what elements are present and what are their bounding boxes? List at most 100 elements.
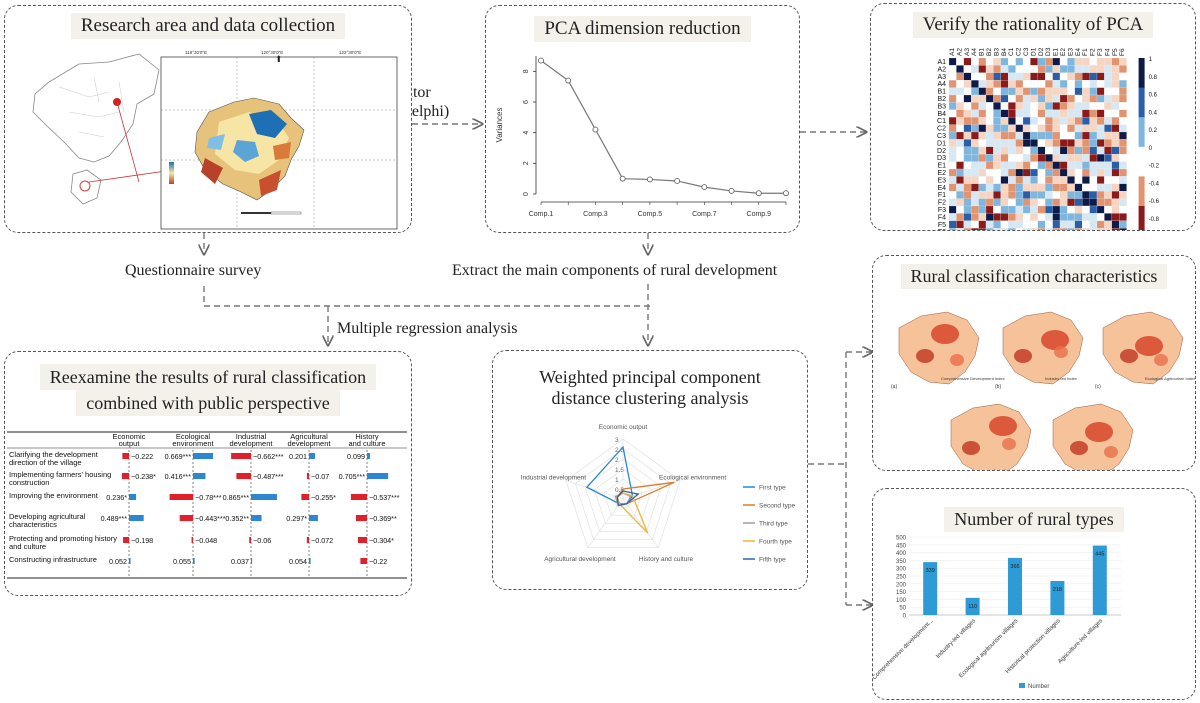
colorbar-segment [1138,117,1145,148]
bar [1092,545,1107,615]
heatmap-cell [1082,183,1090,192]
heatmap-cell [1052,57,1061,66]
heatmap-cell [978,198,987,207]
heatmap-cell [1096,94,1105,103]
heatmap-col-label: A3 [964,48,971,56]
heatmap-cell [1082,57,1090,66]
heatmap-cell [1089,80,1098,88]
heatmap-row-label: B4 [937,111,946,118]
heatmap-cell [1052,191,1061,199]
heatmap-cell [1119,213,1127,221]
coef-bar [231,453,251,459]
heatmap-cell [1067,198,1075,207]
heatmap-cell [956,176,964,184]
bar [1008,557,1022,615]
heatmap-cell [978,168,987,177]
heatmap-cell [1104,80,1112,88]
bar-chart: 050100150200250300350400450500339Compreh… [873,536,1121,690]
heatmap-cell [1082,94,1090,103]
heatmap-cell [1045,146,1053,155]
rural-map-letter: (b) [995,384,1001,390]
heatmap-cell [1059,220,1068,229]
heatmap-cell [1000,220,1009,229]
panel-title: Reexamine the results of rural classific… [5,364,411,416]
heatmap-cell [1074,65,1083,73]
heatmap-cell [1096,65,1105,73]
heatmap-cell [1052,94,1061,103]
heatmap-cell [1030,205,1038,214]
heatmap-cell [1059,87,1068,96]
heatmap-cell [1045,80,1053,88]
heatmap-cell [1030,154,1038,162]
heatmap-cell [993,205,1001,214]
heatmap-cell [1111,191,1120,199]
heatmap-cell [1022,228,1031,230]
heatmap-cell [1067,109,1075,118]
heatmap-cell [1008,228,1016,230]
heatmap-cell [1008,94,1016,103]
heatmap-cell [1015,183,1024,192]
heatmap-cell [948,139,957,147]
heatmap-cell [985,191,994,199]
heatmap-cell [1067,65,1075,73]
heatmap-cell [978,94,987,103]
heatmap-cell [985,65,994,73]
heatmap-cell [1008,139,1016,147]
heatmap-cell [1111,168,1120,177]
heatmap-cell [1067,146,1075,155]
heatmap-cell [1030,57,1038,66]
heatmap-cell [1096,220,1105,229]
heatmap-cell [1015,220,1024,229]
coef-bar [301,494,309,500]
hotspot [1154,354,1168,366]
heatmap-cell [963,183,972,192]
heatmap-cell [1074,72,1083,81]
heatmap-cell [1045,228,1053,230]
heatmap-cell [956,124,964,133]
rural-map-shape [898,311,980,385]
heatmap-cell [1089,176,1098,184]
column-header: Ecological [176,432,211,441]
heatmap-cell [1030,117,1038,125]
heatmap-cell [1089,220,1098,229]
rural-map: (a)Comprehensive Development Index [891,311,1005,390]
heatmap-col-label: C2 [1016,47,1023,56]
heatmap-cell [1096,168,1105,177]
coef-value: 0.099 [347,452,365,461]
coef-bar [122,453,129,459]
heatmap-cell [993,57,1001,66]
heatmap-row-label: B1 [937,89,946,96]
coef-value: −0.78*** [195,493,222,502]
heatmap-cell [948,220,957,229]
heatmap-cell [978,176,987,184]
heatmap-cell [1119,131,1127,140]
heatmap-cell [1074,191,1083,199]
coef-value: −0.238* [131,472,156,481]
heatmap-cell [1089,87,1098,96]
heatmap-cell [1037,213,1046,221]
heatmap-cell [1104,102,1112,110]
heatmap-cell [1089,102,1098,110]
heatmap-cell [1022,131,1031,140]
heatmap-cell [1119,117,1127,125]
scree-point [783,190,789,197]
panel-title: Verify the rationality of PCA [871,12,1195,38]
coef-value: −0.255* [311,493,336,502]
heatmap-cell [1022,220,1031,229]
heatmap-cell [993,213,1001,221]
heatmap-cell [1096,205,1105,214]
heatmap-cell [1104,168,1112,177]
heatmap-cell [1015,168,1024,177]
coef-bar [355,515,367,521]
heatmap-cell [1119,191,1127,199]
heatmap-cell [1045,168,1053,177]
hotspot [962,441,980,455]
heatmap-row-label: B3 [937,103,946,110]
heatmap-cell [1096,117,1105,125]
heatmap-cell [1067,102,1075,110]
coef-value: 0.236* [106,493,127,502]
heatmap-cell [993,146,1001,155]
heatmap-cell [1096,124,1105,133]
colorbar-tick-label: 0 [1149,146,1153,152]
